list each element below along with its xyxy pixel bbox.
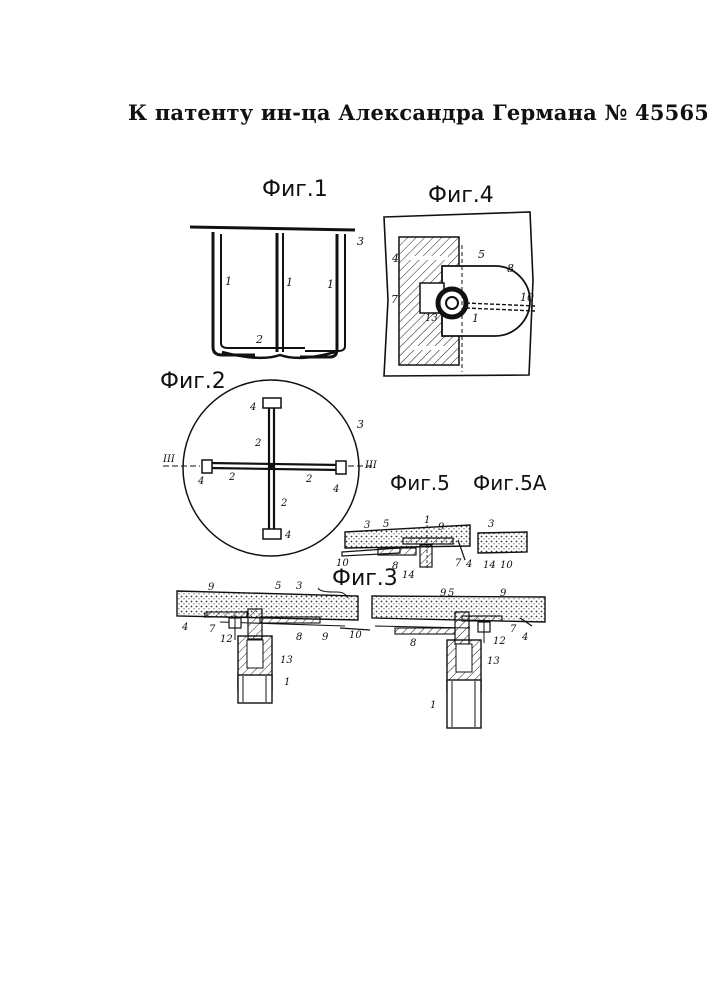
- fig1-label-1b: 1: [286, 276, 293, 289]
- fig2-label-4-bottom: 4: [284, 530, 291, 541]
- fig3-right-label-5: 5: [448, 588, 454, 599]
- figure-2-title: Фиг.2: [160, 369, 226, 394]
- figure-2-plan: Фиг.2 III III 3 4 2 2 2 2 4 4 4: [160, 369, 378, 556]
- fig3-left-label-4: 4: [181, 622, 188, 633]
- figure-4-title: Фиг.4: [428, 183, 494, 208]
- figure-3-title: Фиг.3: [332, 566, 398, 591]
- fig3-right-label-7: 7: [510, 624, 517, 635]
- fig5-label-5: 5: [383, 519, 389, 530]
- figure-1-frame: Фиг.1 3 1 1 1 2: [190, 177, 364, 358]
- fig3-left-label-9b: 9: [322, 632, 329, 643]
- fig5a-label-3: 3: [488, 519, 494, 530]
- fig5-label-3: 3: [364, 520, 370, 531]
- fig3-left-label-9: 9: [208, 582, 215, 593]
- fig4-label-8: 8: [507, 262, 514, 275]
- fig5-label-4: 4: [465, 559, 472, 570]
- figure-5-title: Фиг.5: [390, 471, 450, 495]
- figure-5a-title: Фиг.5А: [473, 471, 547, 495]
- fig3-right-label-4: 4: [521, 632, 528, 643]
- fig1-label-1c: 1: [327, 278, 334, 291]
- fig5-label-1: 1: [424, 515, 430, 526]
- fig5-label-7: 7: [455, 558, 462, 569]
- fig2-label-4-right: 4: [332, 484, 339, 495]
- figure-1-title: Фиг.1: [262, 177, 328, 202]
- fig2-label-3: 3: [357, 418, 364, 431]
- fig3-left-label-10: 10: [349, 630, 362, 641]
- fig4-label-5: 5: [478, 248, 485, 261]
- figure-5a-section: Фиг.5А 3 14 10: [473, 471, 547, 571]
- fig3-left-label-3: 3: [296, 581, 302, 592]
- fig2-label-2-right: 2: [305, 474, 312, 485]
- fig2-label-4-left: 4: [197, 476, 204, 487]
- fig4-label-13: 13: [425, 313, 438, 324]
- fig5a-label-10: 10: [500, 560, 513, 571]
- fig3-right-label-9: 9: [440, 588, 447, 599]
- fig5-label-9: 9: [438, 522, 445, 533]
- fig3-left-label-7: 7: [209, 624, 216, 635]
- fig4-label-7: 7: [391, 293, 398, 306]
- figure-3-section: Фиг.3 9 5 3 4 7 12 8 9 10: [177, 566, 545, 728]
- fig3-right-label-12: 12: [493, 636, 506, 647]
- fig4-label-1: 1: [472, 312, 479, 325]
- fig5a-label-14: 14: [483, 560, 496, 571]
- fig3-left-label-12: 12: [220, 634, 233, 645]
- fig1-label-3: 3: [357, 235, 364, 248]
- fig3-right-label-9b: 9: [500, 588, 507, 599]
- fig4-label-10: 10: [520, 291, 534, 304]
- fig3-left-label-1: 1: [284, 677, 290, 688]
- fig2-section-mark-left: III: [162, 454, 176, 465]
- fig4-label-4: 4: [391, 252, 399, 265]
- fig3-left-label-13: 13: [280, 655, 293, 666]
- fig3-right-label-1: 1: [430, 700, 436, 711]
- fig5-label-14: 14: [402, 570, 415, 581]
- fig3-right-label-13: 13: [487, 656, 500, 667]
- fig2-section-mark-right: III: [364, 460, 378, 471]
- fig1-label-1a: 1: [225, 275, 232, 288]
- fig3-left-label-8: 8: [296, 632, 302, 643]
- fig1-label-2: 2: [255, 333, 263, 346]
- fig3-left-label-5: 5: [275, 581, 281, 592]
- fig2-label-2-bottom: 2: [280, 498, 287, 509]
- figure-4-detail: Фиг.4 4 5 8 7 10 13 1: [384, 183, 535, 376]
- fig2-label-2-top: 2: [254, 438, 261, 449]
- fig2-label-4-top: 4: [249, 402, 256, 413]
- fig3-right-label-8: 8: [410, 638, 416, 649]
- fig2-label-2-left: 2: [228, 472, 235, 483]
